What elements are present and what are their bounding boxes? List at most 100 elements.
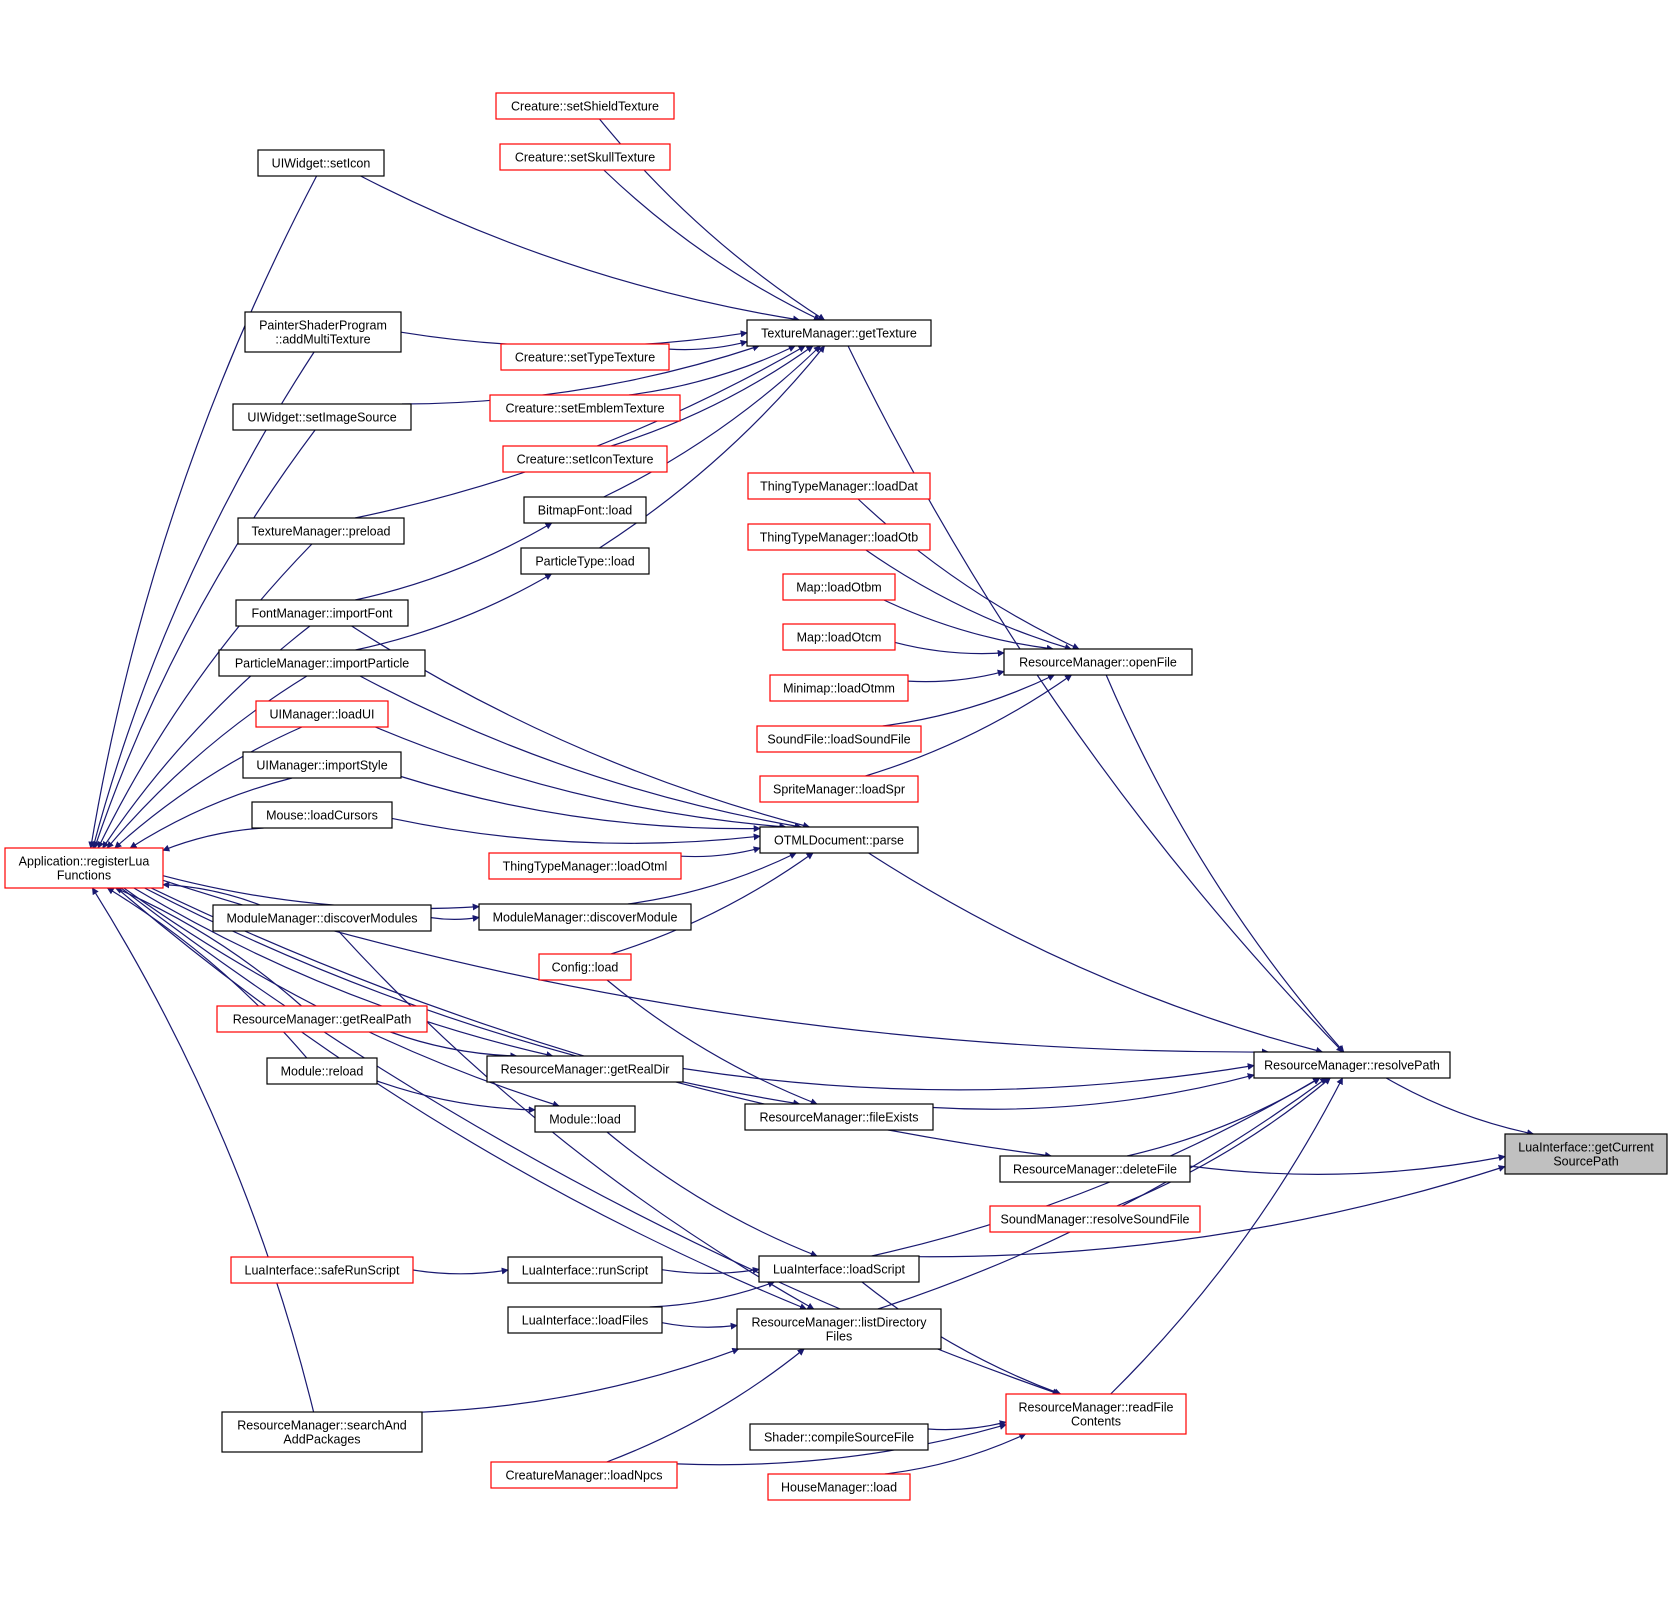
edge-loadScript-to-readFileContents bbox=[861, 1281, 1062, 1396]
node-box bbox=[507, 1306, 663, 1334]
node-loadOtml[interactable]: ThingTypeManager::loadOtml bbox=[488, 852, 682, 880]
node-label: Creature::setTypeTexture bbox=[515, 351, 655, 365]
edge-loadFiles-to-loadScript bbox=[649, 1280, 775, 1308]
node-label: CreatureManager::loadNpcs bbox=[505, 1469, 662, 1483]
edge-tmPreload-to-registerLua bbox=[97, 543, 313, 849]
node-label: Shader::compileSourceFile bbox=[764, 1431, 914, 1445]
node-label: Mouse::loadCursors bbox=[266, 809, 378, 823]
edge-loadSpr-to-openFile bbox=[865, 674, 1073, 777]
node-getTexture[interactable]: TextureManager::getTexture bbox=[746, 319, 932, 347]
node-label: ResourceManager::deleteFile bbox=[1013, 1163, 1177, 1177]
node-resolveSoundFile[interactable]: SoundManager::resolveSoundFile bbox=[989, 1205, 1201, 1233]
node-box bbox=[242, 751, 402, 779]
node-discoverModule[interactable]: ModuleManager::discoverModule bbox=[478, 903, 692, 931]
node-label: ResourceManager::readFile bbox=[1019, 1401, 1174, 1415]
edge-openFile-to-resolvePath bbox=[1105, 674, 1345, 1053]
node-safeRunScript[interactable]: LuaInterface::safeRunScript bbox=[230, 1256, 414, 1284]
node-label: LuaInterface::safeRunScript bbox=[245, 1264, 400, 1278]
node-loadSpr[interactable]: SpriteManager::loadSpr bbox=[759, 775, 919, 803]
node-box bbox=[212, 904, 432, 932]
node-loadFiles[interactable]: LuaInterface::loadFiles bbox=[507, 1306, 663, 1334]
node-box bbox=[747, 472, 931, 500]
node-box bbox=[251, 801, 393, 829]
node-loadOtbm[interactable]: Map::loadOtbm bbox=[782, 573, 896, 601]
node-loadCursors[interactable]: Mouse::loadCursors bbox=[251, 801, 393, 829]
node-resolvePath[interactable]: ResourceManager::resolvePath bbox=[1253, 1051, 1451, 1079]
node-openFile[interactable]: ResourceManager::openFile bbox=[1003, 648, 1193, 676]
edge-loadOtmm-to-openFile bbox=[907, 669, 1005, 683]
node-discoverModules[interactable]: ModuleManager::discoverModules bbox=[212, 904, 432, 932]
node-addMultiTexture[interactable]: PainterShaderProgram::addMultiTexture bbox=[244, 311, 402, 353]
node-box bbox=[490, 1461, 678, 1489]
node-tmPreload[interactable]: TextureManager::preload bbox=[237, 517, 405, 545]
node-box bbox=[758, 1255, 920, 1283]
node-setImageSource[interactable]: UIWidget::setImageSource bbox=[232, 403, 412, 431]
node-box bbox=[756, 725, 922, 753]
node-label: Map::loadOtcm bbox=[797, 631, 882, 645]
node-importStyle[interactable]: UIManager::importStyle bbox=[242, 751, 402, 779]
node-label: ResourceManager::resolvePath bbox=[1264, 1059, 1440, 1073]
edge-registerLua-to-listDirFiles bbox=[116, 887, 807, 1310]
node-loadUI[interactable]: UIManager::loadUI bbox=[255, 700, 389, 728]
node-box bbox=[747, 523, 931, 551]
node-setIcon[interactable]: UIWidget::setIcon bbox=[257, 149, 385, 177]
node-setTypeTexture[interactable]: Creature::setTypeTexture bbox=[500, 343, 670, 371]
node-box bbox=[1253, 1051, 1451, 1079]
node-bitmapFontLoad[interactable]: BitmapFont::load bbox=[523, 496, 647, 524]
node-getRealPath[interactable]: ResourceManager::getRealPath bbox=[216, 1005, 428, 1033]
edge-registerLua-to-getRealDir bbox=[133, 887, 554, 1059]
edge-setImageSource-to-getTexture bbox=[401, 344, 760, 405]
edge-moduleLoad-to-loadScript bbox=[606, 1131, 818, 1257]
node-importFont[interactable]: FontManager::importFont bbox=[235, 599, 409, 627]
node-box bbox=[478, 903, 692, 931]
node-box bbox=[1005, 1393, 1187, 1435]
node-houseLoad[interactable]: HouseManager::load bbox=[767, 1473, 911, 1501]
node-configLoad[interactable]: Config::load bbox=[538, 953, 632, 981]
node-box bbox=[782, 623, 896, 651]
node-box bbox=[216, 1005, 428, 1033]
node-label: Creature::setEmblemTexture bbox=[505, 402, 664, 416]
edge-tmPreload-to-getTexture bbox=[354, 345, 806, 519]
node-loadOtb[interactable]: ThingTypeManager::loadOtb bbox=[747, 523, 931, 551]
node-moduleLoad[interactable]: Module::load bbox=[534, 1105, 636, 1133]
node-loadOtcm[interactable]: Map::loadOtcm bbox=[782, 623, 896, 651]
node-moduleReload[interactable]: Module::reload bbox=[266, 1057, 378, 1085]
node-box bbox=[266, 1057, 378, 1085]
edge-discoverModules-to-discoverModule bbox=[430, 914, 480, 922]
node-setShieldTexture[interactable]: Creature::setShieldTexture bbox=[495, 92, 675, 120]
node-label: UIWidget::setIcon bbox=[272, 157, 371, 171]
node-setIconTexture[interactable]: Creature::setIconTexture bbox=[502, 445, 668, 473]
node-otmlParse[interactable]: OTMLDocument::parse bbox=[759, 826, 919, 854]
node-label: SourcePath bbox=[1553, 1155, 1618, 1169]
node-box bbox=[746, 319, 932, 347]
edge-getTexture-to-resolvePath bbox=[847, 345, 1344, 1053]
node-loadScript[interactable]: LuaInterface::loadScript bbox=[758, 1255, 920, 1283]
edge-configLoad-to-otmlParse bbox=[610, 852, 814, 955]
node-setSkullTexture[interactable]: Creature::setSkullTexture bbox=[499, 143, 671, 171]
node-getRealDir[interactable]: ResourceManager::getRealDir bbox=[486, 1055, 684, 1083]
node-loadSoundFile[interactable]: SoundFile::loadSoundFile bbox=[756, 725, 922, 753]
node-fileExists[interactable]: ResourceManager::fileExists bbox=[744, 1103, 934, 1131]
edge-loadUI-to-otmlParse bbox=[375, 726, 787, 830]
node-particleTypeLoad[interactable]: ParticleType::load bbox=[520, 547, 650, 575]
edge-getRealPath-to-getRealDir bbox=[390, 1031, 518, 1060]
node-loadDat[interactable]: ThingTypeManager::loadDat bbox=[747, 472, 931, 500]
node-compileSourceFile[interactable]: Shader::compileSourceFile bbox=[749, 1423, 929, 1451]
node-deleteFile[interactable]: ResourceManager::deleteFile bbox=[999, 1155, 1191, 1183]
node-box bbox=[495, 92, 675, 120]
node-box bbox=[767, 1473, 911, 1501]
edge-discoverModules-to-registerLua bbox=[162, 881, 261, 906]
node-importParticle[interactable]: ParticleManager::importParticle bbox=[218, 649, 426, 677]
node-loadNpcs[interactable]: CreatureManager::loadNpcs bbox=[490, 1461, 678, 1489]
node-runScript[interactable]: LuaInterface::runScript bbox=[507, 1256, 663, 1284]
node-loadOtmm[interactable]: Minimap::loadOtmm bbox=[769, 674, 909, 702]
edge-bitmapFontLoad-to-getTexture bbox=[603, 345, 821, 498]
edge-loadNpcs-to-readFileContents bbox=[676, 1423, 1007, 1466]
node-setEmblemTexture[interactable]: Creature::setEmblemTexture bbox=[489, 394, 681, 422]
edge-moduleReload-to-registerLua bbox=[106, 887, 308, 1059]
